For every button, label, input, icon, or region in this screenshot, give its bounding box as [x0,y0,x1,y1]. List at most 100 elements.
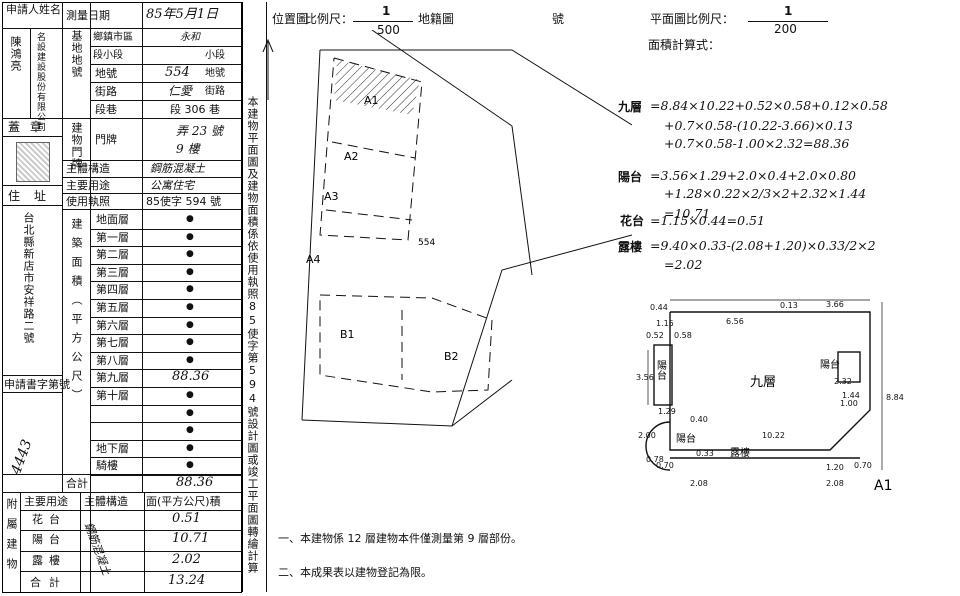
plan-dimension: 0.78 [646,455,664,464]
note-line: 一、本建物係 12 層建物本件僅測量第 9 層部份。 [278,532,522,545]
plan-label-balcony-left: 陽台 [655,360,667,381]
form-table: 申請人姓名 陳鴻亮 名設建設股份有限公司 蓋章 住址 台北縣新店市安祥路二號 申… [0,0,243,596]
attach-area: 10.71 [172,531,210,546]
applicant-name: 陳鴻亮 [9,36,22,72]
floor-label: 第三層 [96,265,129,279]
attach-side-label: 附屬建物 [5,498,18,578]
plan-dimension: 2.08 [690,479,708,488]
floor-label: 第八層 [96,353,129,367]
floor-area-value: ● [186,302,194,312]
attach-total-area: 13.24 [168,573,206,588]
land-map-label: 地籍圖 [418,12,455,26]
applicant-title: 申請人姓名 [6,3,61,16]
site-label-a1: A1 [364,94,379,107]
total-label: 合計 [66,477,88,490]
floor-label: 地面層 [96,213,129,226]
calc-line: =10.71 [664,206,711,221]
floor-area-value: ● [186,249,194,260]
attach-use: 花台 [32,513,66,526]
calc-line: =3.56×1.29+2.0×0.4+2.0×0.80 [650,168,856,183]
calc-line: =2.02 [664,257,703,272]
floor-area-value: ● [186,354,194,365]
calc-line: =9.40×0.33-(2.08+1.20)×0.33/2×2 [650,238,876,253]
floor-row-divider [90,439,242,441]
calc-line: +0.7×0.58-(10.22-3.66)×0.13 [664,118,853,133]
applicant-company: 名設建設股份有限公司 [35,32,45,132]
floor-row-divider [90,387,242,388]
calc-label: 九層 [618,100,643,114]
plan-dimension: 3.66 [826,300,844,309]
site-label-b1: B1 [340,328,355,341]
lot-label: 地號 [95,67,117,80]
structure-label: 主體構造 [66,162,110,175]
floor-row-divider [90,351,242,353]
floor-row-divider [90,457,242,459]
district-value: 永和 [180,32,200,43]
floor-label: 第九層 [96,371,129,385]
plan-dimension: 3.56 [636,373,654,382]
plan-label-sheet: A1 [874,478,892,494]
site-label-a2: A2 [344,150,359,163]
floor-area-value: ● [186,284,194,295]
number-label: 號 [552,12,565,26]
plan-scale-label: 平面圖比例尺： [650,12,735,26]
plan-dimension: 1.20 [826,463,844,472]
plan-dimension: 1.15 [656,319,674,328]
calc-label: 花台 [620,214,645,228]
balcony-left [653,344,673,406]
site-drawing: A1 A2 A3 A4 B1 B2 554 [262,30,632,427]
lane-label: 段巷 [95,103,117,116]
base-label: 基地地號 [70,30,83,78]
district-label: 鄉鎮市區 [93,32,133,43]
floor-row-divider [90,475,242,476]
attach-use-header: 主要用途 [24,495,68,508]
plan-dimension: 0.52 [646,331,664,340]
calc-line: +1.28×0.22×2/3×2+2.32×1.44 [664,186,867,201]
plan-dimension: 0.40 [690,415,708,424]
plan-label-main: 九層 [750,375,776,390]
floor-row-divider [90,422,242,424]
plan-dimension: 0.13 [780,301,798,310]
attach-area: 2.02 [172,552,201,567]
attach-total-label: 合計 [30,576,68,589]
attach-use: 陽台 [32,533,66,546]
floor-row-divider [90,246,242,248]
plan-dimension: 0.70 [656,461,674,470]
structure-value: 鋼筋混凝土 [150,162,205,175]
floor-row-divider [90,299,242,300]
building-outline [319,57,493,393]
plan-label-balcony-bottom: 陽台 [676,432,696,445]
floor-area-value: ● [186,214,194,224]
seal-label: 蓋章 [8,120,53,134]
survey-date-label: 測量日期 [66,9,110,22]
plan-label-balcony-right: 陽台 [820,358,840,371]
floor-row-divider [90,228,242,230]
total-value: 88.36 [176,475,214,490]
floor-area-value: 88.36 [172,369,210,385]
balcony-bottom-curve [645,421,671,471]
street-value: 仁愛 [168,84,193,98]
section-label: 段小段 [93,50,123,61]
lane-value: 段 306 巷 [170,103,220,116]
floor-label: 騎樓 [96,459,118,473]
door-label: 門牌 [95,133,117,146]
plan-dimension: 1.00 [840,399,858,408]
floor-area-value: ● [186,231,194,242]
floor-row-divider [90,281,242,283]
hatched-area [334,60,420,115]
calc-label: 陽台 [618,170,643,184]
use-label: 主要用途 [66,179,110,192]
floor-area-value: ● [186,425,194,436]
street-suffix: 街路 [205,86,225,97]
plan-dimension: 2.08 [826,479,844,488]
plan-dimension: 1.44 [842,391,860,400]
note-line: 二、本成果表以建物登記為限。 [278,566,432,579]
plan-dimension: 2.00 [638,431,656,440]
calc-line: =1.15×0.44=0.51 [650,213,765,228]
section-small-label: 小段 [205,50,225,61]
scale-label: 比例尺： [305,12,354,26]
plan-label-terrace: 露樓 [730,446,750,459]
site-label-a3: A3 [324,190,339,203]
attach-area: 0.51 [172,511,201,526]
